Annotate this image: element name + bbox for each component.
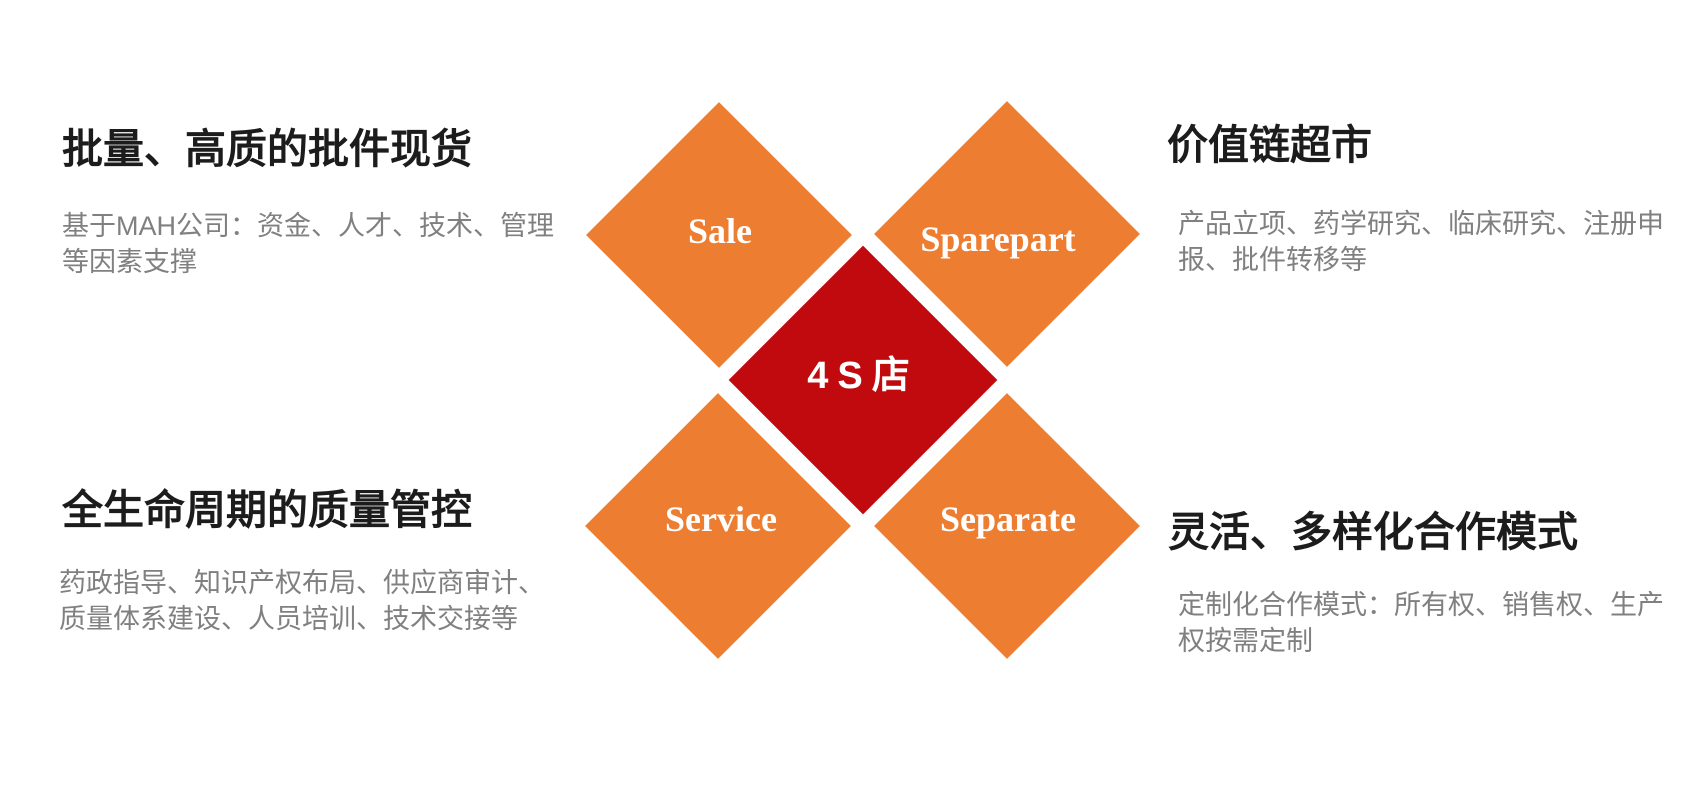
block-top-left-body: 基于MAH公司：资金、人才、技术、管理 等因素支撑 [62,208,554,280]
block-bottom-right-body: 定制化合作模式：所有权、销售权、生产 权按需定制 [1178,587,1664,659]
body-line: 质量体系建设、人员培训、技术交接等 [59,604,518,634]
block-top-right-body: 产品立项、药学研究、临床研究、注册申 报、批件转移等 [1178,206,1664,278]
diamond-sparepart-label: Sparepart [920,219,1076,259]
diamond-center-label: 4S店 [807,355,919,397]
body-line: 定制化合作模式：所有权、销售权、生产 [1178,590,1664,620]
body-line: 基于MAH公司：资金、人才、技术、管理 [62,211,554,241]
body-line: 权按需定制 [1178,626,1313,656]
block-top-left-heading: 批量、高质的批件现货 [62,126,472,172]
block-bottom-left-heading: 全生命周期的质量管控 [62,487,472,533]
diamond-service-label: Service [665,499,777,539]
body-line: 报、批件转移等 [1178,245,1367,275]
diamond-sale-label: Sale [687,211,753,251]
block-top-right-heading: 价值链超市 [1167,122,1372,168]
block-bottom-right-heading: 灵活、多样化合作模式 [1168,509,1578,555]
body-line: 产品立项、药学研究、临床研究、注册申 [1178,209,1664,239]
block-bottom-left-body: 药政指导、知识产权布局、供应商审计、 质量体系建设、人员培训、技术交接等 [59,565,545,637]
body-line: 等因素支撑 [62,247,197,277]
body-line: 药政指导、知识产权布局、供应商审计、 [59,568,545,598]
diamond-separate-label: Separate [940,499,1076,539]
